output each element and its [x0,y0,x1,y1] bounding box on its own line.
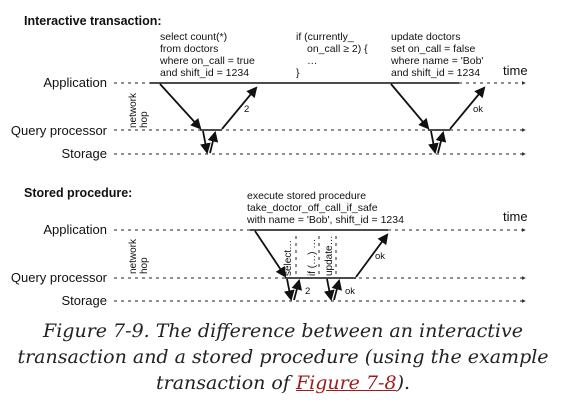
stored-step-select: select… [283,240,294,276]
interactive-storage2-down [428,130,439,155]
stored-storage2-down [324,278,335,302]
interactive-title: Interactive transaction: [24,14,162,28]
stored-stmt: execute stored procedure take_doctor_off… [246,190,404,226]
stored-time-label: time [503,209,528,224]
stored-storage2-up [331,278,343,301]
stored-title: Stored procedure: [24,186,132,200]
interactive-storage1-down [200,130,211,155]
interactive-stmt-update: update doctors set on_call = false where… [390,31,486,79]
interactive-req1-arrow [159,83,202,130]
stored-hop-label: network hop [128,236,150,274]
interactive-req2-arrow [390,83,430,130]
interactive-resp1-arrow [221,86,258,130]
interactive-resp2-arrow [449,86,486,130]
caption-text: Figure 7-9. The difference between an in… [17,320,549,394]
interactive-time-label: time [503,63,528,78]
stored-lane-storage: Storage [61,293,107,308]
interactive-stmt-select: select count(*) from doctors where on_ca… [159,31,258,79]
stored-step-update: update… [324,235,335,276]
caption-figure-link[interactable]: Figure 7-8 [295,372,397,394]
stored-label-2: 2 [305,286,310,297]
stored-response-arrow [355,233,389,278]
interactive-hop-label: network hop [128,90,150,128]
stored-request-arrow [254,230,287,278]
caption-text-end: ). [396,372,411,394]
stored-storage1-up [291,278,303,301]
stored-label-ok-inner: ok [345,286,355,297]
interactive-stmt-if: if (currently_ on_call ≥ 2) { … } [296,31,371,79]
stored-storage1-down [284,278,295,302]
interactive-lane-query: Query processor [11,123,108,138]
stored-lane-query: Query processor [11,270,108,285]
stored-step-if: if (…) … [307,239,318,276]
stored-lane-application: Application [43,222,107,237]
interactive-storage1-up [207,130,219,154]
interactive-label-ok: ok [473,104,483,115]
figure-caption: Figure 7-9. The difference between an in… [0,318,566,396]
interactive-label-2: 2 [244,104,249,115]
stored-label-ok-outer: ok [375,251,385,262]
interactive-lane-storage: Storage [61,146,107,161]
interactive-lane-application: Application [43,75,107,90]
interactive-storage2-up [435,130,447,154]
